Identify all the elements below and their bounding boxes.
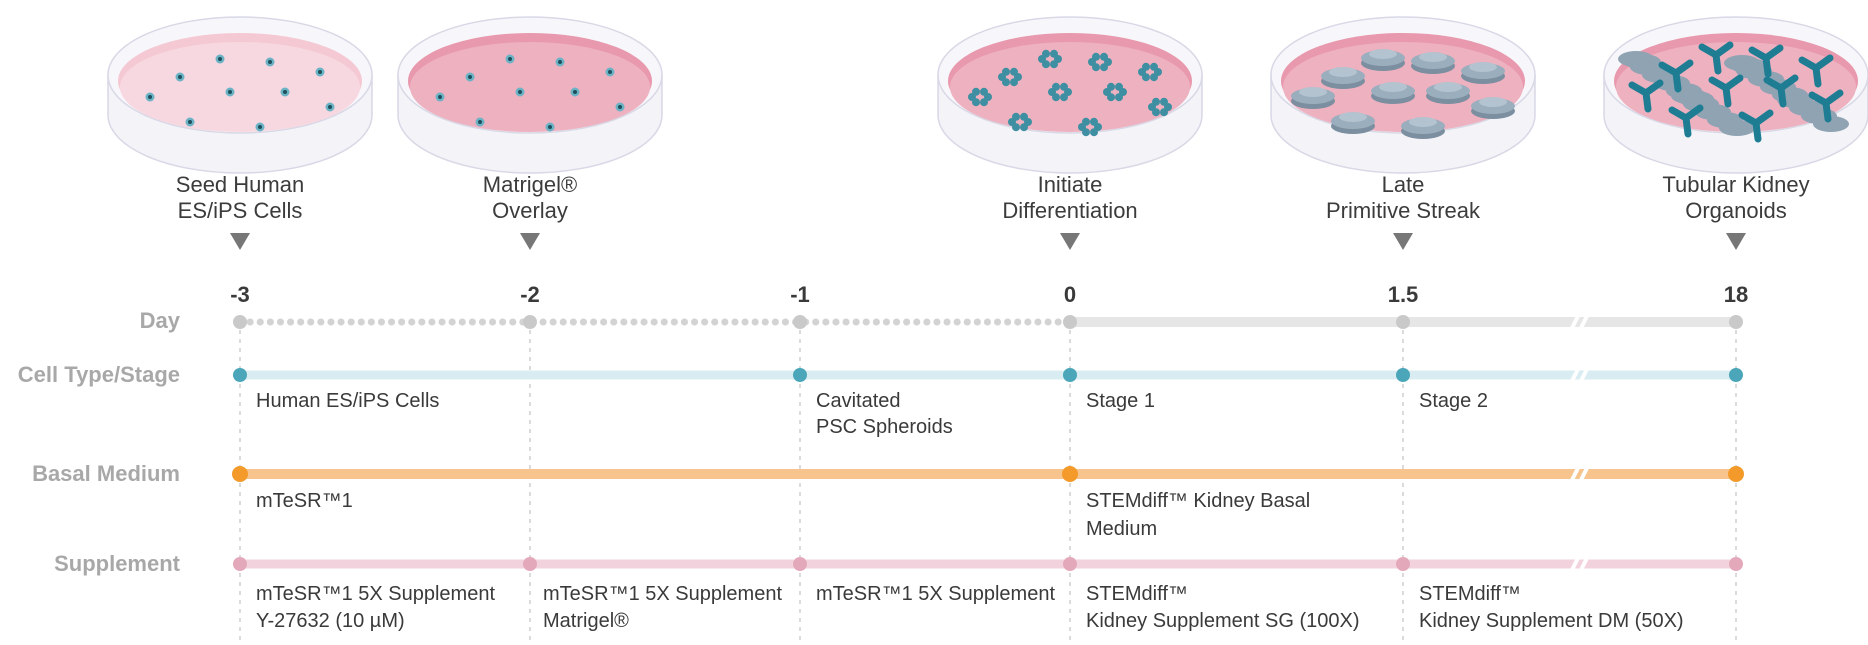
day-node [523,315,537,329]
petri-dishes [107,16,1868,174]
day-node [1729,315,1743,329]
stage-title-line2: ES/iPS Cells [178,198,303,223]
basal-medium-node [232,466,248,482]
axis-break-marks [1567,309,1592,577]
stage-title-line2: Primitive Streak [1326,198,1481,223]
day-guide-lines [239,330,1737,640]
cell-type-text: Human ES/iPS Cells [256,390,439,412]
basal-medium-node [1062,466,1078,482]
petri-dish-matrigel-icon [397,16,663,174]
day-label: -2 [520,282,540,307]
basal-medium-text: STEMdiff™ Kidney Basal [1086,490,1310,512]
stage-marker-arrow-icon [1060,233,1080,250]
row-label-day: Day [140,308,181,333]
cell-type-text: PSC Spheroids [816,416,953,438]
cell-type-text: Cavitated [816,390,901,412]
supplement-text: STEMdiff™ [1419,583,1521,605]
stage-title-line1: Tubular Kidney [1662,172,1809,197]
stage-title-line2: Differentiation [1002,198,1137,223]
supplement-text: STEMdiff™ [1086,583,1188,605]
cell-type-node [1396,368,1410,382]
stage-marker-arrow-icon [1726,233,1746,250]
day-node [793,315,807,329]
stage-marker-arrow-icon [230,233,250,250]
supplement-text: mTeSR™1 5X Supplement [816,583,1055,605]
stage-marker-arrow-icon [520,233,540,250]
stage-title-line1: Initiate [1038,172,1103,197]
supplement-text: Y-27632 (10 µM) [256,610,405,632]
supplement-node [793,557,807,571]
stage-title-line1: Seed Human [176,172,304,197]
day-label: 0 [1064,282,1076,307]
supplement-text: Kidney Supplement DM (50X) [1419,610,1684,632]
supplement-node [233,557,247,571]
stage-title-line1: Late [1382,172,1425,197]
day-labels: -3 -2 -1 0 1.5 18 [230,282,1748,307]
cell-type-text: Stage 1 [1086,390,1155,412]
stage-title-line1: Matrigel® [483,172,577,197]
petri-dish-seeded-cells-icon [107,16,373,174]
stage-marker-arrow-icon [1393,233,1413,250]
basal-medium-text: mTeSR™1 [256,490,353,512]
supplement-node [1063,557,1077,571]
day-node [233,315,247,329]
row-label-basal-medium: Basal Medium [32,461,180,486]
supplement-text: Kidney Supplement SG (100X) [1086,610,1360,632]
row-label-cell-type: Cell Type/Stage [18,362,180,387]
petri-dish-aggregates-icon [1270,16,1536,174]
cell-type-node [1063,368,1077,382]
basal-medium-node [1728,466,1744,482]
day-label: 1.5 [1388,282,1419,307]
day-label: -1 [790,282,810,307]
day-node [1063,315,1077,329]
cell-type-text: Stage 2 [1419,390,1488,412]
stage-title-line2: Organoids [1685,198,1787,223]
basal-medium-text: Medium [1086,518,1157,540]
cell-type-node [1729,368,1743,382]
supplement-node [1396,557,1410,571]
stage-title-line2: Overlay [492,198,568,223]
row-label-supplement: Supplement [54,551,181,576]
cell-type-node [793,368,807,382]
cell-type-node [233,368,247,382]
supplement-node [523,557,537,571]
supplement-text: mTeSR™1 5X Supplement [256,583,495,605]
day-label: 18 [1724,282,1748,307]
timeline-nodes [232,315,1744,571]
day-label: -3 [230,282,250,307]
supplement-node [1729,557,1743,571]
supplement-text: Matrigel® [543,610,629,632]
supplement-text: mTeSR™1 5X Supplement [543,583,782,605]
petri-dish-spheroids-icon [937,16,1203,174]
petri-dish-organoids-icon [1603,16,1868,174]
day-node [1396,315,1410,329]
